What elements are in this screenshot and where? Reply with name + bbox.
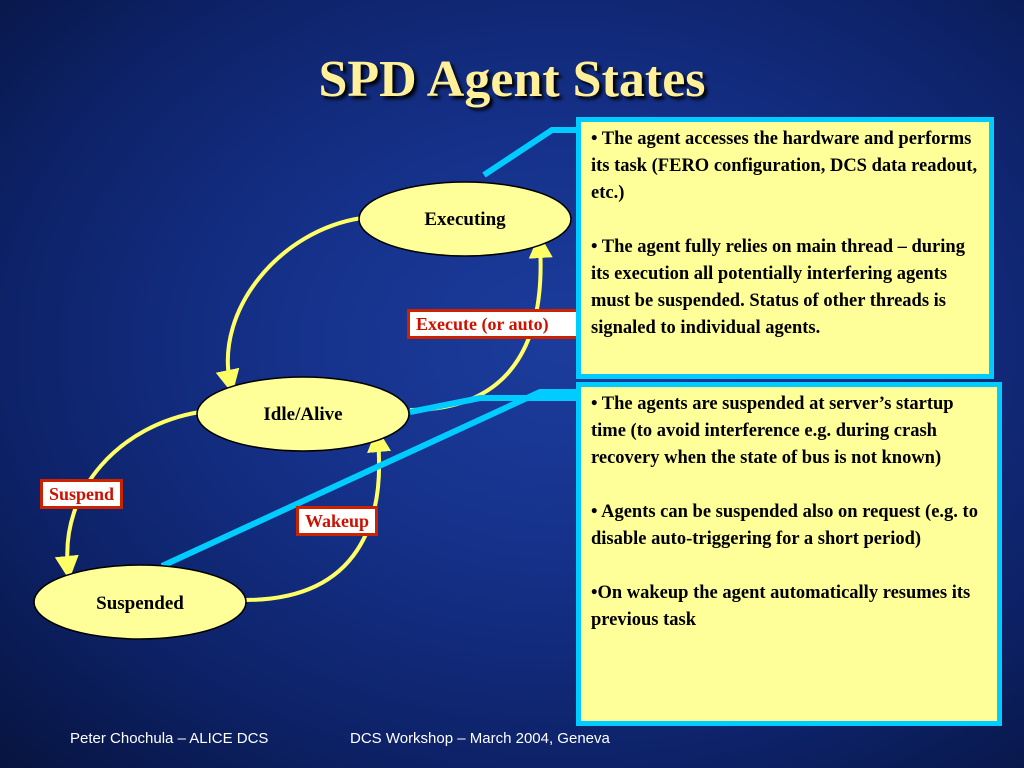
wakeup-transition-label: Wakeup	[296, 506, 379, 536]
arrow-idle-to-suspended	[54, 410, 201, 580]
footer-event: DCS Workshop – March 2004, Geneva	[350, 730, 610, 747]
state-suspended-label: Suspended	[96, 593, 184, 614]
state-executing-label: Executing	[424, 209, 506, 230]
callout-connector-suspended	[160, 389, 580, 569]
suspend-transition-label: Suspend	[40, 479, 124, 509]
executing-info-paragraph: • The agent accesses the hardware and pe…	[591, 129, 978, 203]
footer-author: Peter Chochula – ALICE DCS	[70, 730, 269, 747]
suspended-info-paragraph: •On wakeup the agent automatically resum…	[591, 583, 971, 630]
execute-transition-label: Execute (or auto)	[407, 309, 587, 339]
suspended-info-paragraph: • The agents are suspended at server’s s…	[591, 394, 954, 468]
state-suspended: Suspended	[33, 564, 247, 640]
slide-title: SPD Agent States	[318, 51, 706, 108]
executing-info-box: • The agent accesses the hardware and pe…	[576, 117, 994, 379]
suspended-info-box: • The agents are suspended at server’s s…	[576, 382, 1002, 726]
executing-info-paragraph: • The agent fully relies on main thread …	[591, 237, 965, 338]
arrow-executing-to-idle	[215, 216, 363, 394]
arrow-suspended-to-idle	[244, 428, 391, 602]
state-idle: Idle/Alive	[196, 376, 410, 452]
state-executing: Executing	[358, 181, 572, 257]
callout-connector-idle	[409, 395, 580, 415]
suspended-info-paragraph: • Agents can be suspended also on reques…	[591, 502, 978, 549]
state-idle-label: Idle/Alive	[263, 404, 342, 425]
callout-connector-executing	[482, 127, 580, 178]
